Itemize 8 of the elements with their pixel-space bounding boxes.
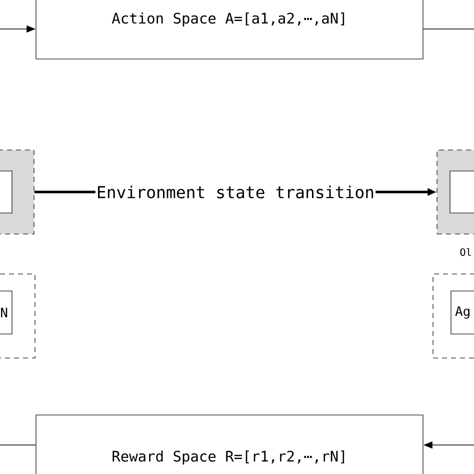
process-box: Action Space A=[a1,a2,⋯,aN] bbox=[36, 0, 424, 60]
inner-box bbox=[0, 170, 12, 214]
inner-box bbox=[450, 170, 474, 214]
agent-box: Ag bbox=[450, 290, 474, 334]
edge-label: Environment state transition bbox=[95, 184, 376, 200]
label-text: Ol bbox=[460, 248, 471, 256]
agent-box: N bbox=[0, 290, 12, 334]
process-box: Reward Space R=[r1,r2,⋯,rN] bbox=[36, 414, 424, 474]
